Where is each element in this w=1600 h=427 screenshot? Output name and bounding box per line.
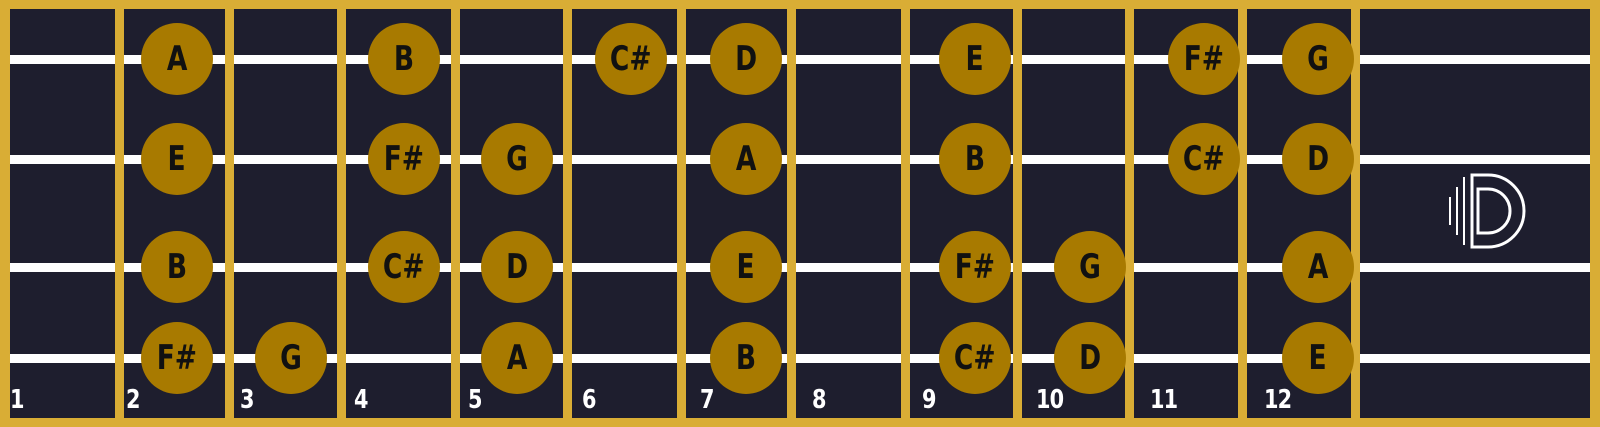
note-label: E (736, 247, 756, 287)
note-label: B (964, 139, 986, 179)
note-label: D (505, 247, 529, 287)
note-label: E (167, 139, 187, 179)
note-label: D (1306, 139, 1330, 179)
note-label: E (1308, 338, 1328, 378)
d-sound-logo-icon (1449, 173, 1526, 249)
note-label: G (1307, 39, 1329, 79)
note-marker: A (710, 123, 782, 195)
note-marker: E (1282, 322, 1354, 394)
fret-line-12 (1351, 9, 1360, 418)
fret-line-2 (225, 9, 234, 418)
note-label: B (735, 338, 757, 378)
fret-number: 3 (240, 385, 254, 415)
note-label: A (735, 139, 757, 179)
note-marker: B (141, 231, 213, 303)
note-marker: C# (939, 322, 1011, 394)
note-marker: A (141, 23, 213, 95)
note-marker: D (1054, 322, 1126, 394)
fret-line-3 (337, 9, 346, 418)
fret-line-10 (1125, 9, 1134, 418)
note-marker: F# (1168, 23, 1240, 95)
fret-line-8 (901, 9, 910, 418)
note-marker: G (1282, 23, 1354, 95)
note-label: F# (954, 247, 996, 287)
fret-number: 5 (468, 385, 482, 415)
note-marker: E (939, 23, 1011, 95)
note-label: F# (1183, 39, 1225, 79)
note-marker: F# (141, 322, 213, 394)
note-label: C# (383, 247, 425, 287)
fret-number: 6 (582, 385, 596, 415)
note-marker: D (1282, 123, 1354, 195)
note-label: F# (383, 139, 425, 179)
note-label: C# (1183, 139, 1225, 179)
note-marker: G (255, 322, 327, 394)
note-marker: C# (1168, 123, 1240, 195)
string-2 (10, 155, 1590, 164)
note-label: B (393, 39, 415, 79)
fret-line-4 (451, 9, 460, 418)
fret-line-11 (1238, 9, 1247, 418)
note-marker: F# (368, 123, 440, 195)
note-marker: B (939, 123, 1011, 195)
note-marker: D (710, 23, 782, 95)
note-label: A (1307, 247, 1329, 287)
fret-line-7 (787, 9, 796, 418)
note-marker: C# (595, 23, 667, 95)
fret-number: 4 (354, 385, 368, 415)
note-label: A (166, 39, 188, 79)
string-3 (10, 263, 1590, 272)
note-label: D (1078, 338, 1102, 378)
note-marker: F# (939, 231, 1011, 303)
note-marker: B (710, 322, 782, 394)
note-label: G (1079, 247, 1101, 287)
note-marker: G (1054, 231, 1126, 303)
note-label: F# (156, 338, 198, 378)
fret-number: 10 (1036, 385, 1064, 415)
note-marker: E (710, 231, 782, 303)
note-marker: B (368, 23, 440, 95)
note-label: C# (610, 39, 652, 79)
fret-line-1 (115, 9, 124, 418)
fret-line-5 (563, 9, 572, 418)
string-1 (10, 55, 1590, 64)
note-marker: C# (368, 231, 440, 303)
note-label: G (280, 338, 302, 378)
note-label: A (506, 338, 528, 378)
note-marker: G (481, 123, 553, 195)
fret-line-9 (1013, 9, 1022, 418)
note-marker: D (481, 231, 553, 303)
fret-line-6 (677, 9, 686, 418)
fret-number: 11 (1150, 385, 1178, 415)
note-label: C# (954, 338, 996, 378)
fret-number: 7 (700, 385, 714, 415)
fret-number: 8 (812, 385, 826, 415)
string-4 (10, 354, 1590, 363)
note-marker: E (141, 123, 213, 195)
fret-number: 12 (1264, 385, 1292, 415)
note-label: D (734, 39, 758, 79)
note-marker: A (481, 322, 553, 394)
note-label: B (166, 247, 188, 287)
note-marker: A (1282, 231, 1354, 303)
note-label: E (965, 39, 985, 79)
fret-number: 1 (10, 385, 24, 415)
fret-number: 9 (922, 385, 936, 415)
fret-number: 2 (126, 385, 140, 415)
note-label: G (506, 139, 528, 179)
